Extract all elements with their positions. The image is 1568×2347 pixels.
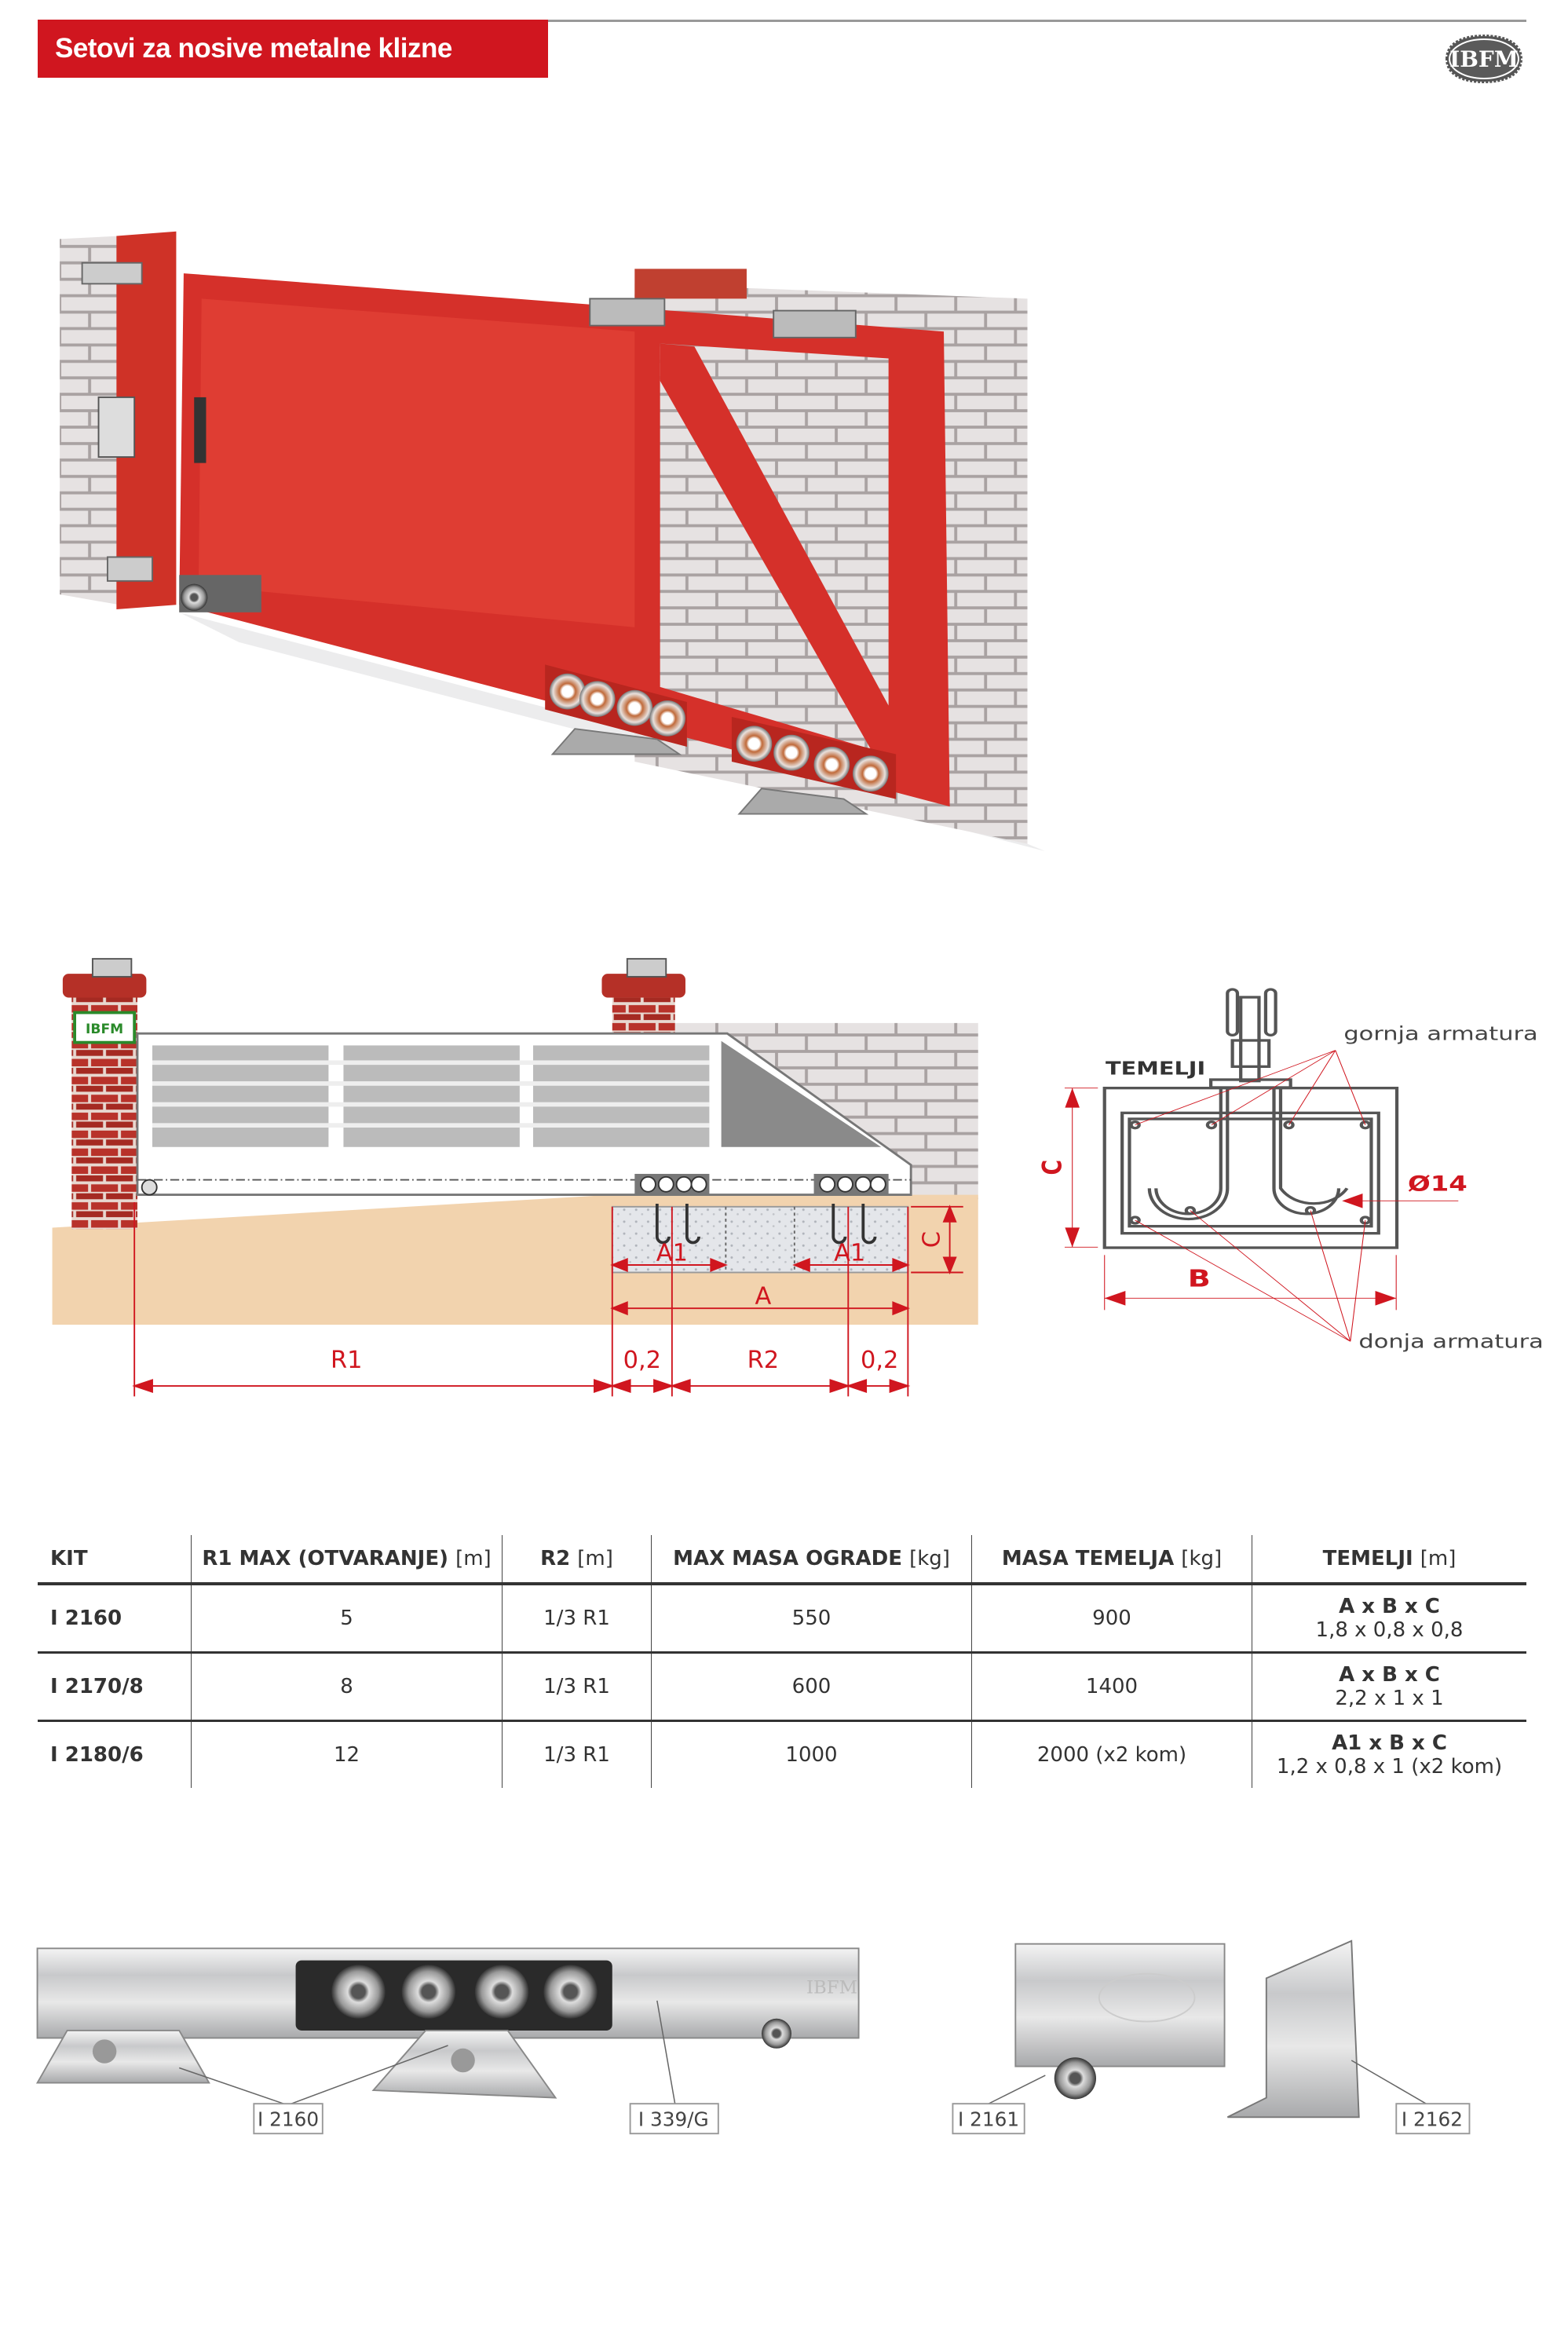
table-row: I 2180/6 12 1/3 R1 1000 2000 (x2 kom) A1…	[38, 1720, 1526, 1788]
cell-max-mass: 1000	[651, 1720, 972, 1788]
cell-kit: I 2170/8	[38, 1652, 192, 1722]
cell-foundation-mass: 900	[971, 1584, 1252, 1654]
spec-table: KIT R1 MAX (OTVARANJE) [m] R2 [m] MAX MA…	[38, 1535, 1526, 1788]
label-r1: R1	[331, 1347, 362, 1374]
height-c-label: C	[1038, 1160, 1069, 1175]
brick-post-left	[60, 236, 120, 605]
gate-slats	[152, 1045, 710, 1147]
cell-foundation-mass: 2000 (x2 kom)	[971, 1720, 1252, 1788]
label-i339g: I 339/G	[638, 2108, 709, 2131]
gate-handle	[194, 397, 207, 463]
installation-diagram: IBFM	[52, 958, 978, 1397]
logo-text: IBFM	[1449, 46, 1519, 72]
cell-r1: 8	[191, 1652, 503, 1722]
top-guide-roller-1	[589, 298, 666, 327]
col-kit: KIT	[38, 1535, 192, 1585]
cell-r1: 5	[191, 1584, 503, 1654]
leader-lines	[178, 2000, 1427, 2104]
label-gap-right: 0,2	[861, 1347, 898, 1374]
col-r1: R1 MAX (OTVARANJE) [m]	[191, 1535, 503, 1585]
red-post	[116, 231, 177, 610]
cell-max-mass: 550	[651, 1584, 972, 1654]
cell-r2: 1/3 R1	[502, 1720, 652, 1788]
rail-assembly: IBFM	[35, 1947, 860, 2099]
label-i2162: I 2162	[1402, 2108, 1463, 2131]
mount-plate-2	[737, 788, 869, 815]
mount-plate-1	[550, 728, 682, 755]
dimension-labels: A1 A1 A C R1 0,2 R2 0,2	[331, 1231, 945, 1374]
header-rule	[548, 20, 1526, 22]
label-a1-right: A1	[834, 1239, 865, 1267]
top-guide-roller-2	[773, 309, 857, 338]
pillar-badge-text: IBFM	[86, 1022, 123, 1037]
cell-foundation-mass: 1400	[971, 1652, 1252, 1722]
foundation-blocks	[611, 1205, 909, 1274]
lower-rebar-label: donja armatura	[1358, 1332, 1543, 1353]
gate-diagonal-brace	[660, 343, 894, 755]
left-pillar-cap	[62, 974, 147, 998]
label-a: A	[755, 1282, 771, 1310]
cell-r2: 1/3 R1	[502, 1584, 652, 1654]
wall-cap	[634, 269, 747, 299]
cell-r2: 1/3 R1	[502, 1652, 652, 1722]
label-a1-left: A1	[656, 1239, 688, 1267]
dimension-lines	[132, 1202, 963, 1397]
pillar-badge	[73, 1011, 137, 1044]
label-gap-left: 0,2	[623, 1347, 661, 1374]
rail-stamp: IBFM	[806, 1977, 857, 1998]
label-c: C	[918, 1231, 945, 1248]
rail-end-and-bracket	[1014, 1939, 1360, 2119]
diameter-label: Ø14	[1408, 1172, 1467, 1197]
col-foundation: TEMELJI [m]	[1252, 1535, 1526, 1585]
carriage-wheels	[549, 673, 889, 792]
middle-pillar-cap	[601, 974, 685, 998]
end-roller	[181, 583, 208, 611]
upper-rebar-label: gornja armatura	[1343, 1023, 1537, 1044]
label-i2160: I 2160	[258, 2108, 319, 2131]
lock-box	[97, 396, 136, 458]
cell-max-mass: 600	[651, 1652, 972, 1722]
product-labels: I 2160 I 339/G I 2161 I 2162	[253, 2103, 1471, 2135]
product-photos: IBFM I 2160 I 339/G I 2161 I 2162	[35, 1939, 1471, 2135]
middle-pillar	[612, 997, 675, 1034]
width-b-label: B	[1188, 1265, 1211, 1292]
cell-kit: I 2160	[38, 1584, 192, 1654]
col-max-mass: MAX MASA OGRADE [kg]	[651, 1535, 972, 1585]
page-title: Setovi za nosive metalne klizne ograde	[38, 20, 548, 122]
col-r2: R2 [m]	[502, 1535, 652, 1585]
foundation-title: TEMELJI	[1106, 1058, 1205, 1079]
cell-r1: 12	[191, 1720, 503, 1788]
foundation-diagram: TEMELJI gornja armatura donja armatura Ø…	[1038, 988, 1544, 1353]
diagram-carriages	[634, 1173, 889, 1245]
post-guide-bottom	[106, 556, 153, 582]
table-header-row: KIT R1 MAX (OTVARANJE) [m] R2 [m] MAX MA…	[38, 1535, 1526, 1585]
label-r2: R2	[747, 1347, 779, 1374]
cell-kit: I 2180/6	[50, 1743, 144, 1767]
gate-illustration	[60, 231, 1046, 852]
end-roller-small	[141, 1179, 158, 1196]
label-i2161: I 2161	[958, 2108, 1019, 2131]
col-foundation-mass: MASA TEMELJA [kg]	[971, 1535, 1252, 1585]
post-guide-top	[81, 261, 143, 285]
gate-panel	[198, 298, 635, 627]
ibfm-logo: IBFM	[1445, 34, 1523, 84]
